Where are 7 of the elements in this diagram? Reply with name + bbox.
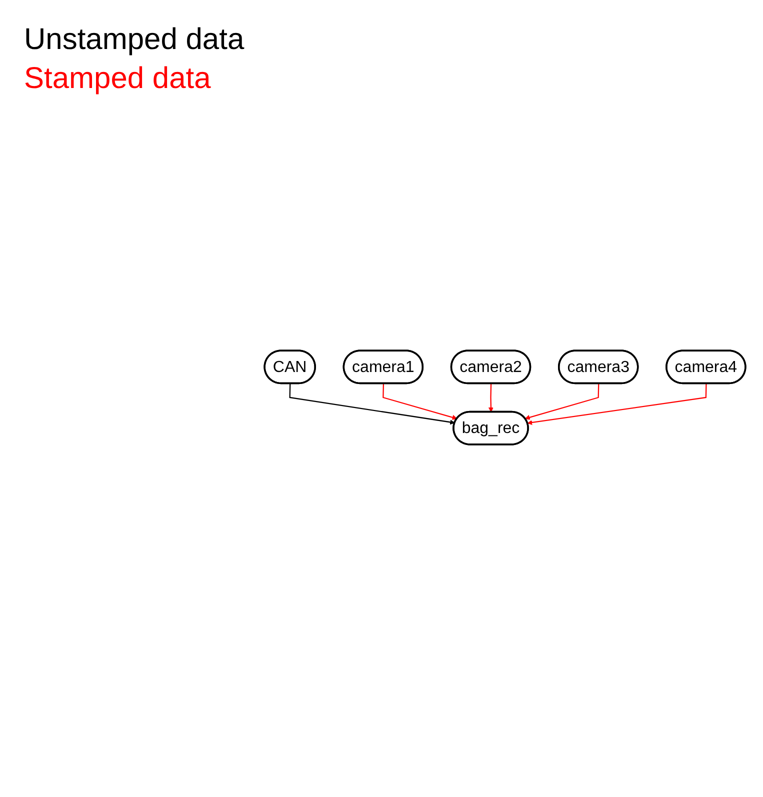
arrow <box>488 383 494 412</box>
arrow <box>527 383 707 426</box>
arrow <box>524 383 600 420</box>
arrow <box>382 383 458 420</box>
legend-entry: Stamped data <box>24 61 212 97</box>
legend-entry: Unstamped data <box>24 22 244 58</box>
arrow <box>289 383 455 425</box>
